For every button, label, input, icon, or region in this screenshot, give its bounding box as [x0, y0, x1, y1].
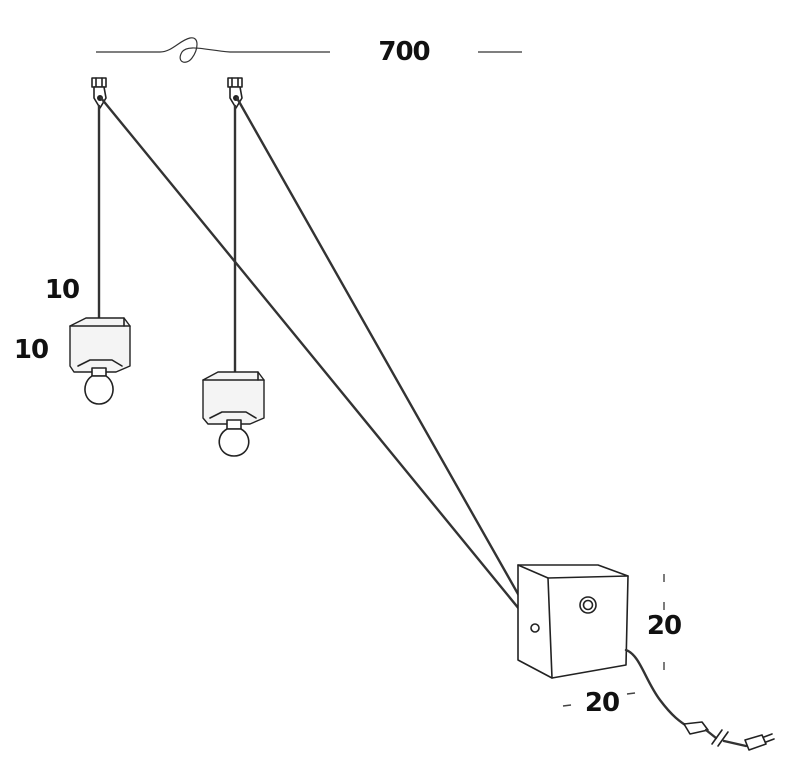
- cord-switch-icon: [683, 721, 709, 735]
- light-bulb-icon: [218, 419, 250, 457]
- diagonal-cable: [99, 96, 535, 628]
- light-bulb-icon: [84, 367, 114, 405]
- pendant-lamp-icon: [202, 371, 265, 457]
- weight-box-icon: [517, 564, 629, 679]
- diagonal-cable: [235, 96, 537, 626]
- ceiling-hook-icon: [91, 77, 107, 109]
- base-height-label: 20: [647, 611, 681, 641]
- length-dimension-line: [96, 37, 522, 63]
- power-cord: [624, 648, 692, 730]
- pendant-lamp-icon: [69, 317, 131, 405]
- length-label: 700: [378, 37, 429, 67]
- pendant-width-label: 10: [45, 275, 79, 305]
- base-width-label: 20: [585, 688, 619, 718]
- plug-icon: [744, 733, 775, 751]
- pendant-height-label: 10: [14, 335, 48, 365]
